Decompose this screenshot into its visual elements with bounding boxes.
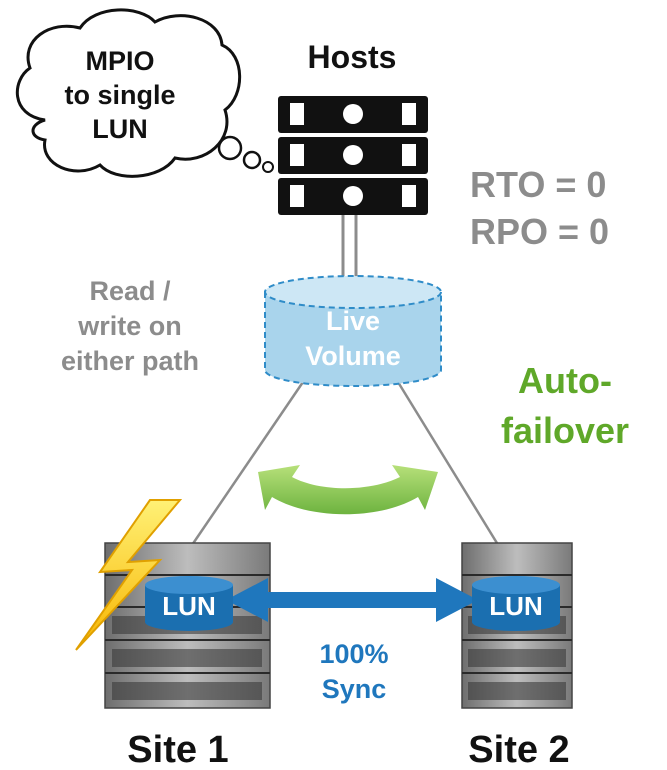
path-note-line-2: write on xyxy=(77,311,182,341)
rpo-label: RPO = 0 xyxy=(470,211,609,252)
hosts-title: Hosts xyxy=(308,39,397,75)
site-2-lun-label: LUN xyxy=(489,591,542,621)
lun-cylinder-icon-site-2 xyxy=(472,576,560,631)
live-volume-line-2: Volume xyxy=(305,341,401,371)
lun-cylinder-icon-site-1 xyxy=(145,576,233,631)
thought-line-2: to single xyxy=(64,80,175,110)
failover-line-2: failover xyxy=(501,410,629,451)
double-arrow-icon xyxy=(226,578,478,622)
thought-bubble-icon xyxy=(15,8,274,178)
thought-line-3: LUN xyxy=(92,114,148,144)
failover-line-1: Auto- xyxy=(518,360,612,401)
site-1-label: Site 1 xyxy=(127,729,228,770)
site-2-label: Site 2 xyxy=(468,729,569,770)
path-note-line-3: either path xyxy=(61,346,199,376)
curved-arrows-icon xyxy=(258,465,438,515)
lightning-bolt-icon xyxy=(75,499,183,651)
database-cylinder-icon xyxy=(264,275,442,387)
thought-line-1: MPIO xyxy=(85,46,154,76)
server-rack-icon xyxy=(278,96,428,215)
live-volume-line-1: Live xyxy=(326,306,380,336)
path-note-line-1: Read / xyxy=(89,276,171,306)
volume-to-site-lines xyxy=(188,381,502,549)
rto-label: RTO = 0 xyxy=(470,164,606,205)
sync-line-1: 100% xyxy=(319,639,388,669)
sync-line-2: Sync xyxy=(322,674,387,704)
site-1-lun-label: LUN xyxy=(162,591,215,621)
